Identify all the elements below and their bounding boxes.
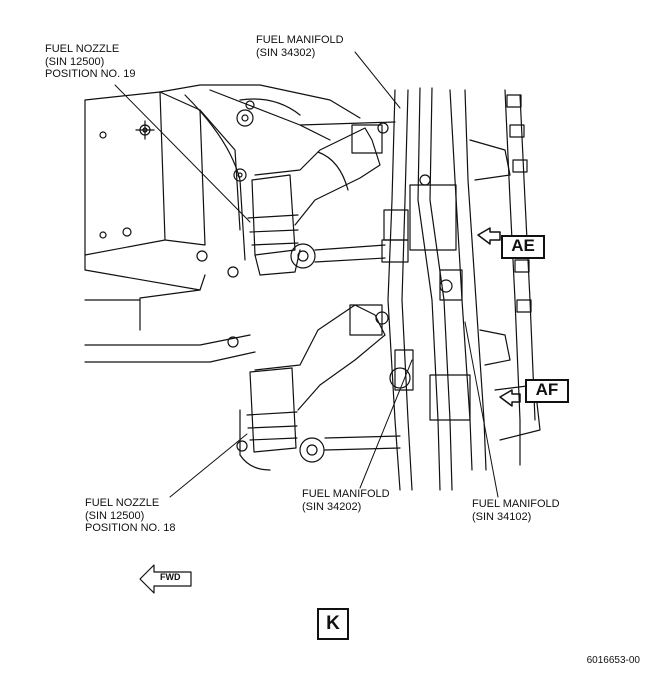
figure-id: 6016653-00	[586, 655, 640, 666]
view-label: K	[317, 608, 349, 640]
fuel-tubes	[299, 121, 401, 451]
mounting-bracket	[84, 91, 206, 291]
fuel-nozzle-18	[227, 304, 389, 471]
fuel-nozzle-18-label: FUEL NOZZLE (SIN 12500) POSITION NO. 18	[85, 497, 176, 534]
fuel-manifold-34202-label: FUEL MANIFOLD (SIN 34202)	[302, 488, 390, 513]
fuel-manifold-34302-label: FUEL MANIFOLD (SIN 34302)	[256, 34, 344, 59]
fuel-nozzle-19-label: FUEL NOZZLE (SIN 12500) POSITION NO. 19	[45, 43, 136, 80]
leader-lines	[114, 51, 499, 498]
engine-casing	[84, 84, 361, 363]
fuel-nozzle-19	[196, 122, 389, 278]
fwd-label: FWD	[160, 572, 181, 582]
fuel-manifold-34102-label: FUEL MANIFOLD (SIN 34102)	[472, 498, 560, 523]
fuel-manifolds	[381, 87, 487, 491]
callout-arrows	[477, 227, 521, 407]
callout-ae: AE	[501, 235, 545, 259]
fwd-arrow-icon	[139, 564, 192, 594]
right-structure	[469, 89, 541, 466]
callout-af: AF	[525, 379, 569, 403]
